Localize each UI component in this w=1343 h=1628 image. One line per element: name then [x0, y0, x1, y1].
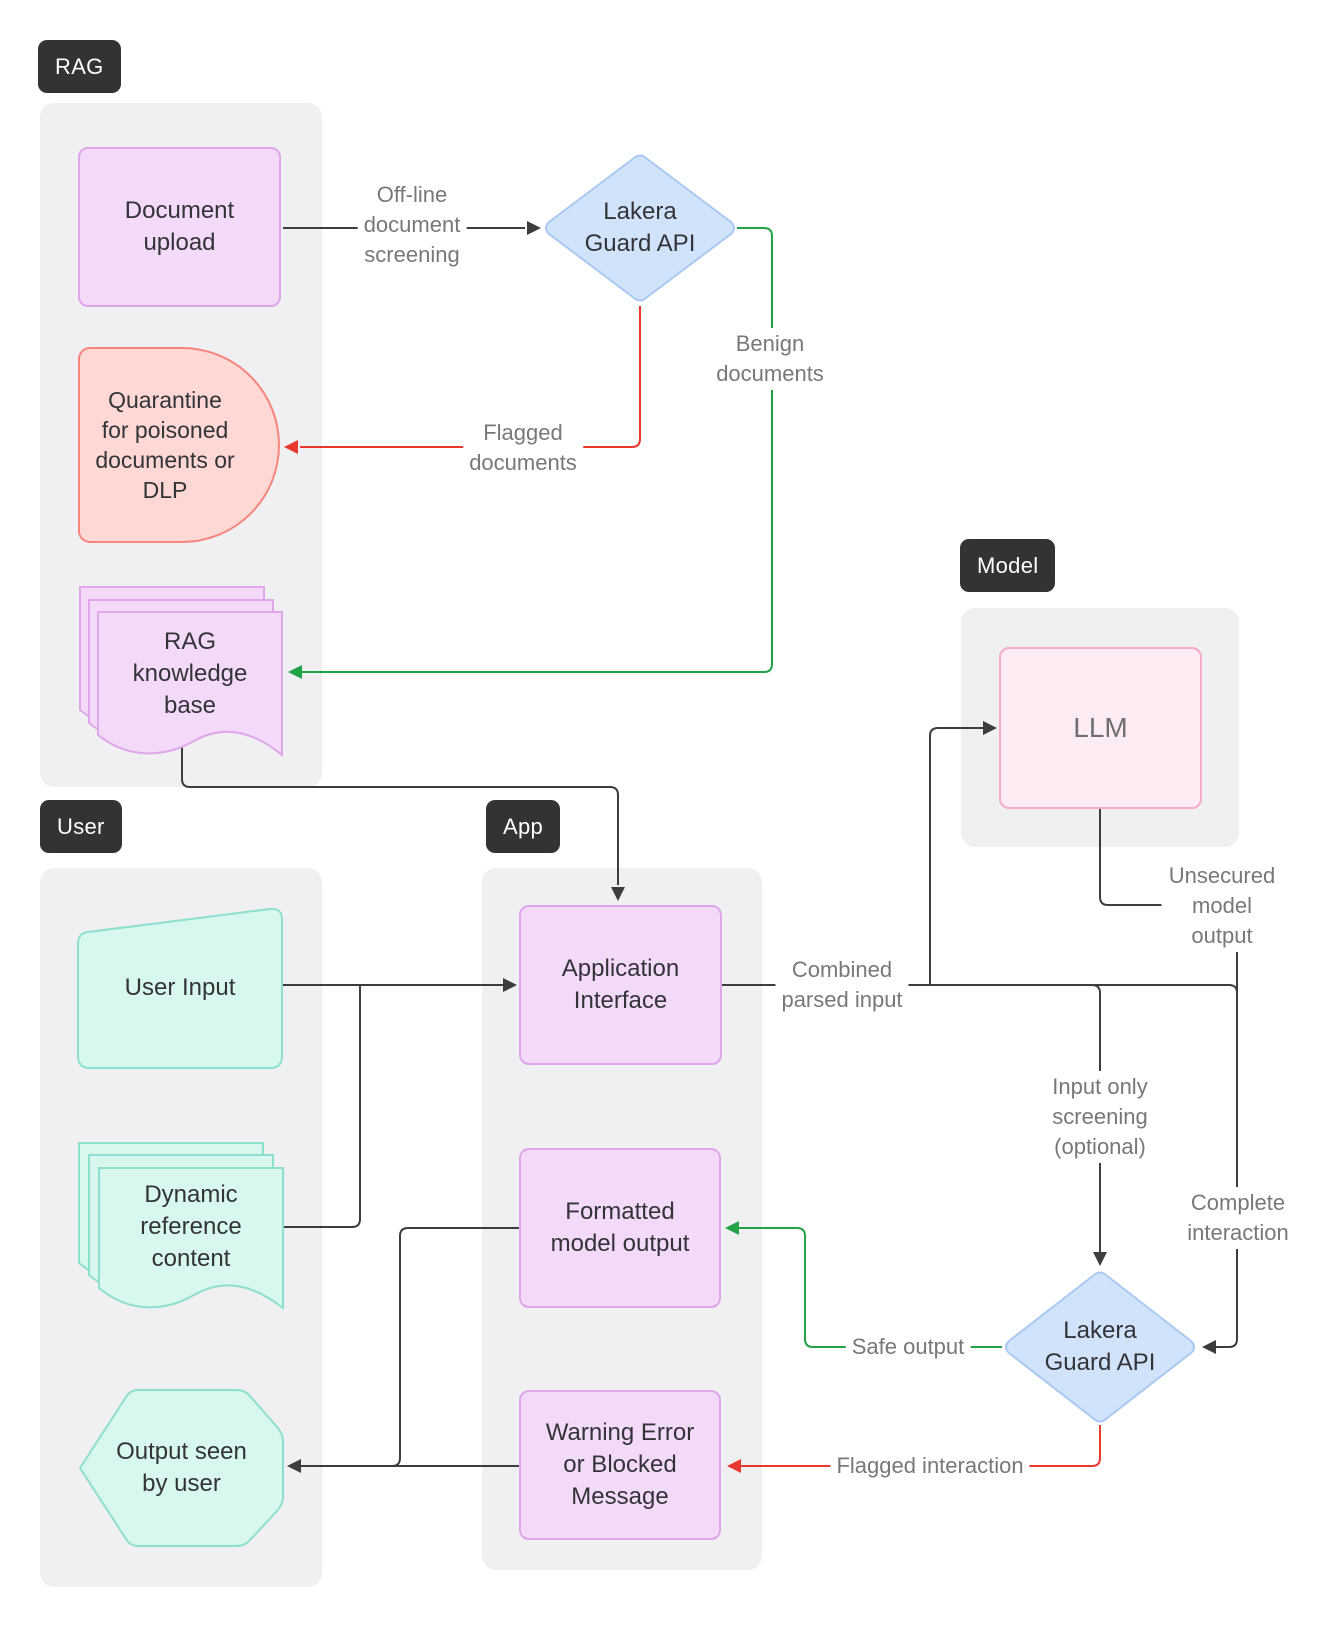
edge-flagged-documents	[300, 306, 641, 448]
application-interface-node: Application Interface	[519, 905, 722, 1065]
application-interface-label: Application Interface	[561, 955, 680, 1014]
arrowhead-into-guard-top	[527, 221, 541, 235]
combined-parsed-input-edge-label: Combined parsed input	[775, 954, 909, 1016]
edge-branch-to-llm	[929, 727, 983, 985]
flagged-interaction-edge-label: Flagged interaction	[830, 1450, 1030, 1482]
unsecured-model-output-edge-label: Unsecured model output	[1161, 860, 1283, 952]
arrowhead-into-guard-bottom-top	[1093, 1252, 1107, 1266]
arrowhead-into-llm	[983, 721, 997, 735]
edge-benign-documents	[302, 227, 773, 673]
input-only-screening-edge-label: Input only screening (optional)	[1046, 1071, 1154, 1163]
arrowhead-into-quarantine	[284, 440, 298, 454]
arrowhead-into-formatted	[725, 1221, 739, 1235]
rag-knowledge-base-shape	[79, 586, 283, 758]
edge-kb-to-appinterface	[181, 738, 619, 885]
arrowhead-into-guard-bottom-right	[1202, 1340, 1216, 1354]
safe-output-edge-label: Safe output	[845, 1331, 971, 1363]
lakera-guard-api-bottom-shape	[1005, 1271, 1195, 1423]
lakera-guard-api-top-shape	[545, 154, 735, 302]
dynamic-reference-content-shape	[78, 1142, 284, 1311]
offline-screening-edge-label: Off-line document screening	[357, 179, 467, 271]
arrowhead-into-appinterface-left	[503, 978, 517, 992]
arrowhead-into-outputseen	[287, 1459, 301, 1473]
edge-dynref-merge	[282, 985, 361, 1228]
quarantine-label: Quarantine for poisoned documents or DLP	[95, 387, 235, 503]
arrowhead-into-appinterface-top	[611, 887, 625, 901]
edge-branch-input-screening	[1080, 984, 1101, 1252]
user-group-chip: User	[40, 800, 122, 853]
edge-appinterface-to-guard2	[722, 984, 1238, 1348]
complete-interaction-edge-label: Complete interaction	[1181, 1187, 1295, 1249]
document-upload-label: Document upload	[124, 197, 235, 256]
quarantine-node: Quarantine for poisoned documents or DLP	[78, 347, 280, 543]
document-upload-node: Document upload	[78, 147, 281, 307]
arrowhead-into-warning	[727, 1459, 741, 1473]
benign-documents-edge-label: Benign documents	[710, 328, 830, 390]
warning-error-node: Warning Error or Blocked Message	[519, 1390, 721, 1540]
model-group-chip: Model	[960, 539, 1056, 592]
flagged-documents-edge-label: Flagged documents	[463, 417, 583, 479]
rag-group-chip: RAG	[38, 40, 121, 93]
warning-error-label: Warning Error or Blocked Message	[545, 1419, 695, 1510]
rag-group-label: RAG	[55, 53, 104, 79]
output-seen-by-user-shape	[78, 1389, 284, 1547]
edge-flagged-interaction	[741, 1425, 1101, 1467]
app-group-label: App	[503, 813, 544, 839]
user-group-label: User	[57, 813, 105, 839]
formatted-model-output-label: Formatted model output	[550, 1198, 690, 1257]
user-input-shape	[77, 907, 283, 1069]
edge-safe-output	[739, 1227, 1002, 1348]
app-group-chip: App	[486, 800, 561, 853]
arrowhead-into-kb	[288, 665, 302, 679]
llm-node: LLM	[999, 647, 1202, 809]
model-group-label: Model	[977, 552, 1039, 578]
formatted-model-output-node: Formatted model output	[519, 1148, 721, 1308]
llm-label: LLM	[1073, 712, 1128, 743]
